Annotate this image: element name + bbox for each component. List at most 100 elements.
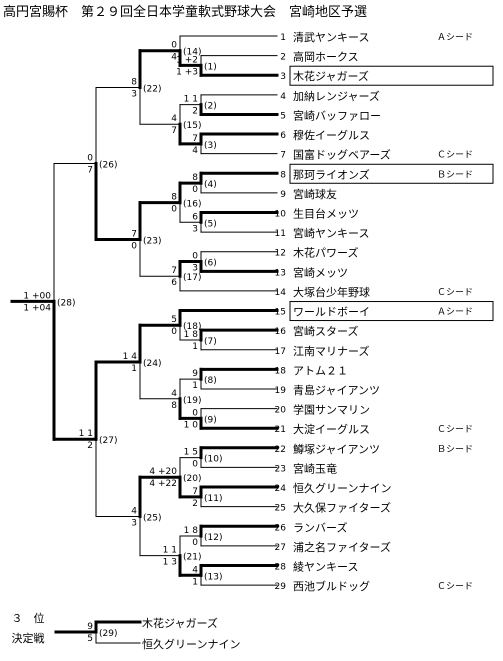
game-number: (27) xyxy=(99,436,117,446)
team-name: 江南マリナーズ xyxy=(293,344,369,358)
game-number: (26) xyxy=(99,160,117,170)
game-score: 7 xyxy=(131,229,137,239)
game-score: 4 xyxy=(192,146,198,156)
game-number: (16) xyxy=(183,200,201,210)
team-number: 27 xyxy=(275,543,286,553)
game-score: 0 xyxy=(171,327,177,337)
game-score: 0 xyxy=(171,41,177,51)
team-name: 宮崎スターズ xyxy=(293,324,358,338)
team-name: 穆佐イーグルス xyxy=(293,128,370,142)
qualifier-box xyxy=(289,65,494,86)
team-name: 木花パワーズ xyxy=(293,246,358,260)
game-number: (19) xyxy=(183,396,201,406)
game-score: 3 xyxy=(131,518,137,528)
game-number: (25) xyxy=(143,513,161,523)
game-score: 1 8 xyxy=(184,330,199,340)
team-number: 11 xyxy=(275,229,286,239)
game-score: 1 xyxy=(192,577,198,587)
team-number: 9 xyxy=(280,190,286,200)
game-score: 8 xyxy=(192,173,198,183)
team-name: 高岡ホークス xyxy=(293,50,359,64)
game-number: (13) xyxy=(204,572,222,582)
game-score: 0 xyxy=(192,185,198,195)
team-name: 加納レンジャーズ xyxy=(293,89,380,103)
team-number: 19 xyxy=(275,386,287,396)
game-number: (4) xyxy=(204,180,217,190)
game-score: 7 xyxy=(87,165,93,175)
game-score: 4 xyxy=(131,506,137,516)
game-score: 1 1 xyxy=(184,95,198,105)
game-number: (6) xyxy=(204,259,217,269)
game-number: (1) xyxy=(204,62,217,72)
game-score: 1 1 xyxy=(79,429,93,439)
seed-badge: Ｃシード xyxy=(437,151,473,161)
team-name: 宮崎球友 xyxy=(293,187,337,201)
team-name: 宮崎メッツ xyxy=(293,265,348,279)
team-number: 8 xyxy=(280,170,286,180)
team-name: 清武ヤンキース xyxy=(293,31,369,44)
team-number: 28 xyxy=(275,562,287,572)
team-number: 22 xyxy=(275,445,286,455)
game-number: (24) xyxy=(143,359,161,369)
team-name: 生目台メッツ xyxy=(293,206,359,220)
game-score: 1 1 xyxy=(163,546,177,556)
game-number: (3) xyxy=(204,141,217,151)
team-name: 木花ジャガーズ xyxy=(293,69,369,83)
game-score: 4 xyxy=(171,53,177,63)
game-score: 0 xyxy=(192,408,198,418)
team-number: 3 xyxy=(280,72,286,82)
game-score: 6 xyxy=(171,278,177,288)
seed-badge: Ａシード xyxy=(437,33,473,43)
team-name: ランバーズ xyxy=(293,520,347,534)
team-name: 学園サンマリン xyxy=(293,403,370,417)
team-number: 15 xyxy=(275,308,286,318)
game-number: (15) xyxy=(183,121,201,131)
game-score: 8 xyxy=(131,77,137,87)
game-number: (29) xyxy=(99,629,117,639)
team-name: 宮崎ヤンキース xyxy=(293,226,369,240)
game-number: (8) xyxy=(204,376,217,386)
game-score: 2 xyxy=(192,107,198,117)
game-score: 9 xyxy=(192,369,198,379)
game-score: 7 xyxy=(192,487,198,497)
seed-badge: Ａシード xyxy=(437,308,473,318)
game-number: (28) xyxy=(57,298,75,308)
game-score: 0 xyxy=(192,252,198,262)
game-number: (9) xyxy=(204,415,217,425)
game-score: 1 5 xyxy=(184,448,198,458)
qualifier-box xyxy=(289,163,494,184)
team-number: 1 xyxy=(280,33,286,43)
team-number: 26 xyxy=(275,523,287,533)
third-place-label: 決定戦 xyxy=(12,631,45,645)
team-number: 2 xyxy=(280,53,286,63)
game-score: 3 xyxy=(192,264,198,274)
team-name: 木花ジャガーズ xyxy=(142,616,218,630)
team-name: 恒久グリーンナイン xyxy=(142,637,240,651)
team-name: 大塚台少年野球 xyxy=(293,285,370,299)
team-number: 24 xyxy=(275,484,287,494)
team-name: 綾ヤンキース xyxy=(293,560,358,573)
seed-badge: Ｃシード xyxy=(437,425,473,435)
game-score: 4 +20 xyxy=(149,467,177,477)
team-name: 宮崎玉竜 xyxy=(293,461,337,475)
team-name: 大久保ファイターズ xyxy=(293,501,391,515)
team-name: 国富ドッグベアーズ xyxy=(293,148,391,162)
game-score: 0 xyxy=(192,538,198,548)
seed-badge: Ｃシード xyxy=(437,288,473,298)
game-score: 5 xyxy=(87,634,93,644)
team-number: 23 xyxy=(275,464,286,474)
game-score: 4 xyxy=(171,389,177,399)
game-number: (21) xyxy=(183,553,201,563)
team-number: 17 xyxy=(275,347,286,357)
game-score: 1 xyxy=(192,342,198,352)
team-name: 那珂ライオンズ xyxy=(293,167,370,181)
game-score: 2 xyxy=(87,441,93,451)
game-score: 0 xyxy=(192,460,198,470)
team-number: 29 xyxy=(275,582,287,592)
game-number: (5) xyxy=(204,219,217,229)
game-score: 6 xyxy=(192,212,198,222)
seed-badge: Ｂシード xyxy=(437,445,473,455)
team-name: 大淀イーグルス xyxy=(293,422,370,436)
game-score: 4 xyxy=(192,565,198,575)
game-score: 1 xyxy=(131,364,137,374)
